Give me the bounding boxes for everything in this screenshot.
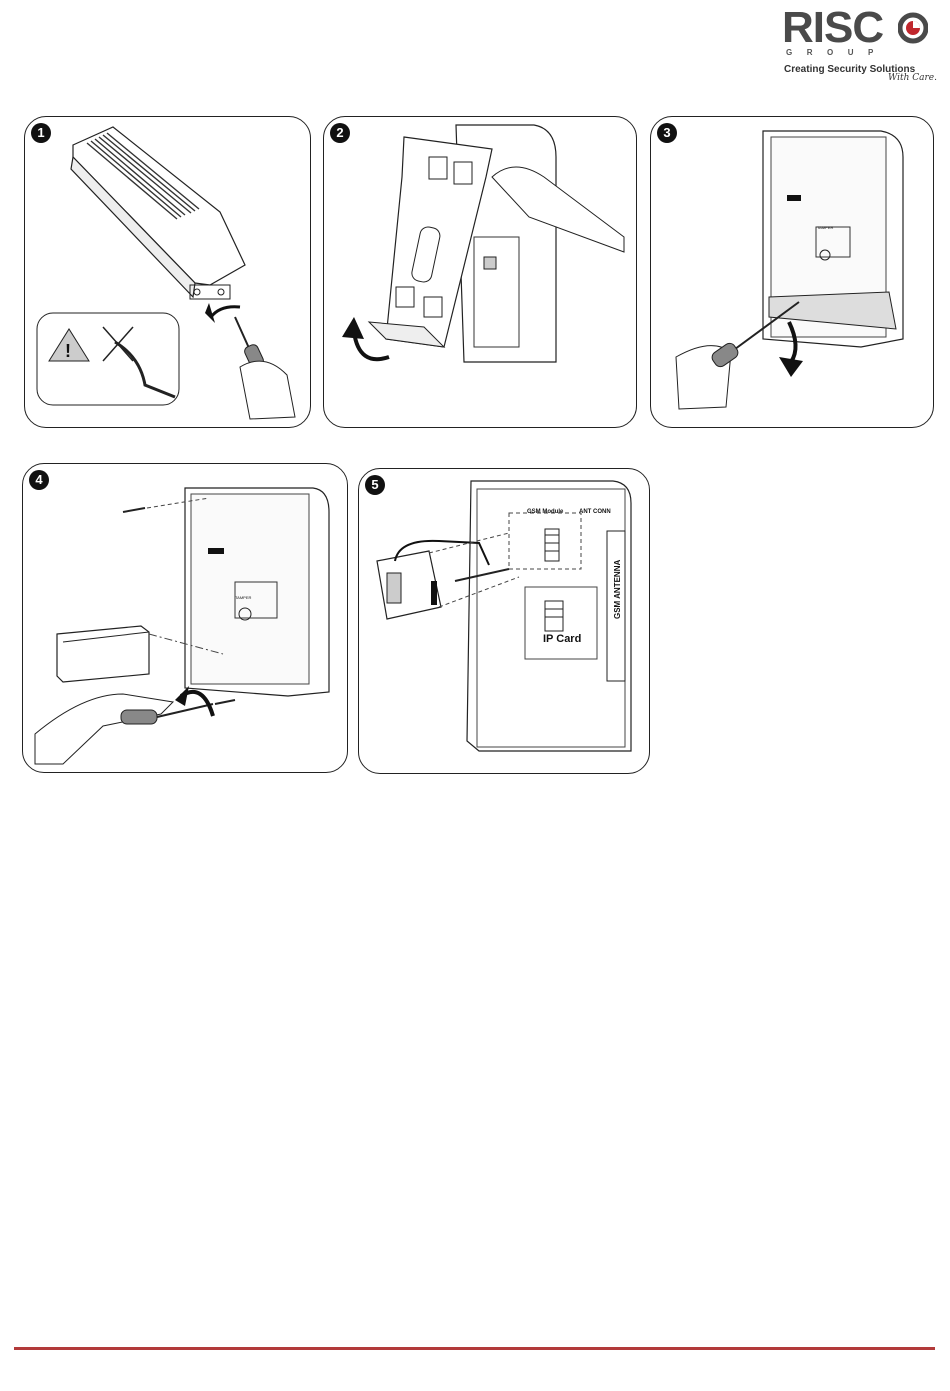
- risco-logo: RISC GROUP Creating Security Solutions W…: [780, 4, 940, 84]
- step-2-illustration: [324, 117, 636, 427]
- step-1-panel: 1 !: [24, 116, 311, 428]
- step-2-panel: 2: [323, 116, 637, 428]
- step-5-panel: 5 GSM Module ANT CONN GSM ANTENNA IP Car…: [358, 468, 650, 774]
- step-1-illustration: !: [25, 117, 310, 427]
- logo-o-mark-icon: [898, 10, 928, 46]
- step-4-panel: 4 TAMPER: [22, 463, 348, 773]
- ant-conn-label: ANT CONN: [579, 509, 611, 515]
- gsm-antenna-label: GSM ANTENNA: [613, 560, 622, 619]
- step-3-panel: 3 TAMPER: [650, 116, 934, 428]
- svg-text:TAMPER: TAMPER: [235, 595, 251, 600]
- logo-group-text: GROUP: [786, 48, 888, 57]
- svg-text:!: !: [65, 341, 71, 361]
- gsm-module-label: GSM Module: [527, 509, 563, 515]
- step-4-illustration: TAMPER: [23, 464, 347, 772]
- logo-wordmark: RISC: [782, 4, 883, 52]
- logo-tagline-script: With Care.: [888, 73, 937, 83]
- ip-card-label: IP Card: [543, 633, 581, 645]
- step-3-illustration: TAMPER: [651, 117, 933, 427]
- footer-rule: [14, 1347, 935, 1350]
- svg-text:TAMPER: TAMPER: [817, 225, 833, 230]
